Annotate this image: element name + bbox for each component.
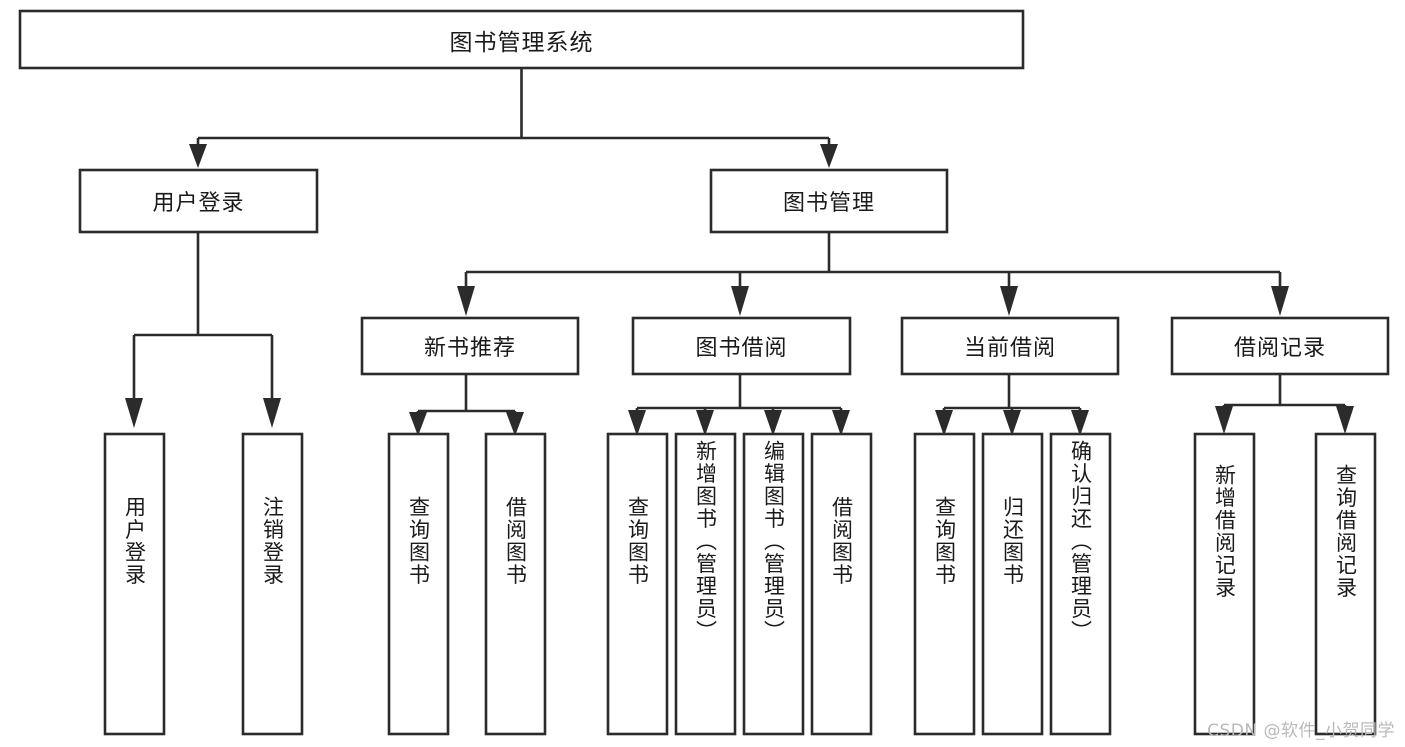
arrowhead-leaf-query-book-2 [628, 410, 646, 436]
arrowhead-leaf-query-record [1336, 406, 1354, 434]
connector-group-borrow-record [1215, 374, 1354, 434]
connector-group-current-borrow [935, 374, 1089, 436]
node-leaf-add-book[interactable] [674, 432, 737, 736]
node-leaf-confirm-return[interactable] [1049, 432, 1112, 736]
connector-group-book-borrow [628, 374, 850, 436]
arrowhead-book-manage [820, 144, 838, 168]
node-borrow-record[interactable] [1170, 316, 1390, 376]
arrowhead-new-book-rec [457, 286, 475, 316]
connector-group-root [189, 68, 838, 168]
connector-group-book-manage [457, 232, 1289, 316]
csdn-watermark: CSDN @软件_小贺同学 [1207, 721, 1395, 741]
node-leaf-query-book-1[interactable] [387, 432, 450, 736]
arrowhead-current-borrow [1000, 286, 1018, 316]
node-new-book-rec[interactable] [360, 316, 580, 376]
arrowhead-user-login [189, 144, 207, 168]
arrowhead-leaf-borrow-book-1 [506, 412, 524, 436]
node-leaf-user-login[interactable] [103, 432, 166, 736]
node-leaf-query-book-2[interactable] [606, 432, 669, 736]
arrowhead-leaf-borrow-book-2 [832, 410, 850, 436]
node-leaf-borrow-book-1[interactable] [484, 432, 547, 736]
connector-group-user-login [125, 232, 281, 428]
arrowhead-leaf-logout-login [263, 398, 281, 428]
node-leaf-edit-book[interactable] [742, 432, 805, 736]
node-root[interactable] [18, 9, 1025, 70]
connector-group-new-book-rec [409, 374, 524, 436]
node-leaf-return-book[interactable] [981, 432, 1044, 736]
arrowhead-leaf-edit-book [764, 410, 782, 436]
arrowhead-leaf-query-book-3 [935, 410, 953, 436]
node-leaf-add-record[interactable] [1193, 432, 1256, 736]
arrowhead-leaf-confirm-return [1071, 410, 1089, 436]
node-book-manage[interactable] [709, 168, 949, 234]
node-book-borrow[interactable] [631, 316, 852, 376]
node-leaf-query-record[interactable] [1314, 432, 1377, 736]
node-user-login[interactable] [78, 168, 319, 234]
arrowhead-leaf-add-record [1215, 406, 1233, 434]
arrowhead-leaf-return-book [1003, 410, 1021, 436]
node-current-borrow[interactable] [900, 316, 1120, 376]
node-leaf-borrow-book-2[interactable] [810, 432, 873, 736]
arrowhead-borrow-record [1271, 286, 1289, 316]
arrowhead-leaf-user-login [125, 398, 143, 428]
arrowhead-book-borrow [731, 286, 749, 316]
arrowhead-leaf-query-book-1 [409, 412, 427, 436]
node-leaf-logout-login[interactable] [241, 432, 304, 736]
node-leaf-query-book-3[interactable] [913, 432, 976, 736]
arrowhead-leaf-add-book [696, 410, 714, 436]
